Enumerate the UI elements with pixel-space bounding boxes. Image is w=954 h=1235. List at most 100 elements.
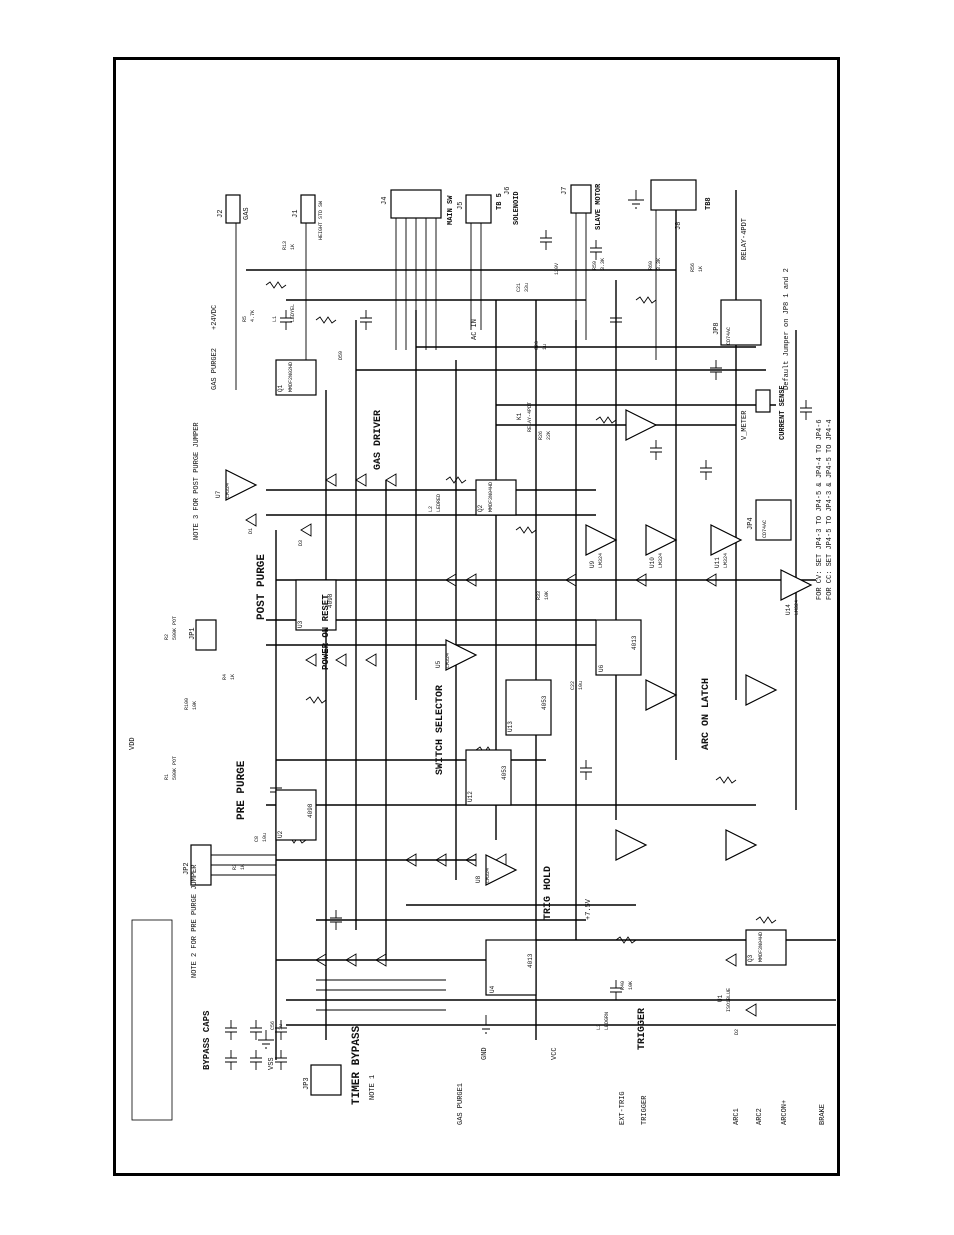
label-r56-v: 1K bbox=[698, 266, 704, 272]
label-r33-v: 10K bbox=[544, 591, 550, 600]
label-u14-part: LM324 bbox=[794, 600, 800, 615]
label-u12-part: 4053 bbox=[501, 765, 508, 780]
ic-labels: U2 4098 U3 4098 U4 4013 U6 4013 U12 4053… bbox=[215, 327, 800, 1012]
label-v-meter: V_METER bbox=[741, 410, 749, 440]
label-c20-v: 1u bbox=[542, 344, 548, 350]
label-u10-part: LM324 bbox=[658, 553, 664, 568]
note-3: NOTE 3 FOR POST PURGE JUMPER bbox=[193, 422, 201, 540]
label-c56: C56 bbox=[270, 1021, 276, 1030]
note-jumper-default: Default Jumper on JP8 1 and 2 bbox=[783, 268, 791, 390]
label-trigger: TRIGGER bbox=[637, 1008, 648, 1050]
label-r59-v: 3.3K bbox=[600, 258, 606, 270]
label-u4-part: 4013 bbox=[527, 953, 534, 968]
label-c22: C22 bbox=[570, 681, 576, 690]
label-j8: J8 bbox=[675, 222, 683, 230]
label-r13: R13 bbox=[282, 241, 288, 250]
label-j7: J7 bbox=[561, 187, 569, 195]
label-cd74-2: CD74AC bbox=[762, 520, 768, 538]
label-arc2: ARC2 bbox=[756, 1108, 764, 1125]
label-r40: R40 bbox=[620, 981, 626, 990]
label-c-pre: C8 bbox=[254, 836, 260, 842]
label-gas-purge2: GAS PURGE2 bbox=[211, 348, 219, 390]
note-4a: FOR CV: SET JP4-3 TO JP4-5 & JP4-4 TO JP… bbox=[816, 419, 824, 600]
label-r60: R60 bbox=[648, 261, 654, 270]
label-q2-part: MMDF3N04HD bbox=[488, 482, 494, 512]
label-d3: D3 bbox=[298, 540, 304, 546]
label-j2: J2 bbox=[217, 210, 225, 218]
label-c22-v: 10u bbox=[578, 681, 584, 690]
label-u2: U2 bbox=[277, 830, 284, 838]
label-d2: D2 bbox=[734, 1029, 740, 1035]
ic-blocks bbox=[190, 179, 792, 1096]
schematic-frame: PRE PURGE POST PURGE POWER ON RESET SWIT… bbox=[113, 57, 840, 1176]
label-j6: J6 bbox=[504, 187, 512, 195]
component-labels: R2 500K POT R1 500K POT R100 10K C8 10u … bbox=[164, 241, 740, 1035]
label-l3-v: LEDGRN bbox=[604, 1012, 610, 1030]
label-relay-4pdt: RELAY-4PDT bbox=[741, 218, 749, 260]
label-75v: +7.5V bbox=[585, 898, 593, 920]
label-r3: R3 bbox=[232, 864, 238, 870]
label-c20: C20 bbox=[534, 341, 540, 350]
label-q3-part: MMDF3N04HD bbox=[758, 932, 764, 962]
label-u5: U5 bbox=[435, 660, 442, 668]
note-box bbox=[131, 919, 173, 1121]
label-q2: Q2 bbox=[477, 504, 484, 512]
label-u9-part: LM324 bbox=[598, 553, 604, 568]
label-gas-purge1: GAS PURGE1 bbox=[457, 1083, 465, 1125]
diodes bbox=[245, 473, 757, 1017]
label-u5-part: LM324 bbox=[445, 653, 451, 668]
label-vdd: VDD bbox=[129, 737, 137, 750]
ground-symbols bbox=[258, 190, 644, 1049]
label-j5: J5 bbox=[457, 202, 465, 210]
label-r1-v: 500K POT bbox=[172, 756, 178, 780]
label-r13-v: 1K bbox=[290, 244, 296, 250]
label-u7: U7 bbox=[215, 490, 222, 498]
label-r2-v: 500K POT bbox=[172, 616, 178, 640]
label-l2: L2 bbox=[428, 506, 434, 512]
label-arc1: ARC1 bbox=[733, 1108, 741, 1125]
label-pre-purge: PRE PURGE bbox=[236, 760, 248, 820]
label-u3-part: 4098 bbox=[327, 593, 334, 608]
label-switch-selector: SWITCH SELECTOR bbox=[435, 685, 446, 775]
label-c21: C21 bbox=[516, 283, 522, 292]
label-tb8: TB8 bbox=[705, 197, 713, 210]
label-u6-part: 4013 bbox=[631, 635, 638, 650]
label-r2: R2 bbox=[164, 634, 170, 640]
label-u12: U12 bbox=[467, 791, 474, 802]
label-u13-part: 4053 bbox=[541, 695, 548, 710]
label-j1: J1 bbox=[292, 210, 300, 218]
label-q1: Q1 bbox=[277, 384, 284, 392]
label-u2-part: 4098 bbox=[307, 803, 314, 818]
note-2: NOTE 2 FOR PRE PURGE JUMPER bbox=[191, 864, 199, 978]
label-l3: L3 bbox=[596, 1024, 602, 1030]
connector-labels: J2 GAS J1 HEIGHT STD SW J4 MAIN SW J5 TB… bbox=[183, 183, 787, 1090]
label-arc-on: ARCON+ bbox=[781, 1100, 789, 1125]
net-labels: EXT-TRIG TRIGGER ARC1 ARC2 ARCON+ BRAKE … bbox=[129, 305, 827, 1125]
label-height-std-sw: HEIGHT STD SW bbox=[318, 201, 324, 240]
label-d1: D1 bbox=[248, 528, 254, 534]
label-current-sense: CURRENT SENSE bbox=[779, 385, 787, 440]
label-u11-part: LM324 bbox=[723, 553, 729, 568]
label-r5: R5 bbox=[242, 316, 248, 322]
label-vcc: VCC bbox=[551, 1047, 559, 1060]
note-1: NOTE 1 bbox=[369, 1075, 377, 1100]
label-c56-v: 1u bbox=[278, 1024, 284, 1030]
label-timer-bypass: TIMER BYPASS bbox=[351, 1025, 363, 1105]
label-ext-trig: EXT-TRIG bbox=[619, 1091, 627, 1125]
label-r26-v: 22K bbox=[546, 431, 552, 440]
label-jp4: JP4 bbox=[747, 517, 755, 530]
label-r3-v: 1K bbox=[240, 864, 246, 870]
label-d59: D59 bbox=[338, 351, 344, 360]
label-r59: R59 bbox=[592, 261, 598, 270]
label-k1: K1 bbox=[516, 412, 523, 420]
label-cd74-1: CD74AC bbox=[726, 327, 732, 345]
label-r40-v: 10K bbox=[628, 981, 634, 990]
label-r5-v: 4.7K bbox=[250, 310, 256, 322]
label-jp1: JP1 bbox=[189, 627, 197, 640]
label-u7-part: LM324 bbox=[225, 483, 231, 498]
label-r-pre-v: 10K bbox=[192, 701, 198, 710]
label-bypass-caps: BYPASS CAPS bbox=[202, 1010, 212, 1070]
op-amps bbox=[225, 409, 813, 886]
label-r4-v: 1K bbox=[230, 674, 236, 680]
label-arc-on-latch: ARC ON LATCH bbox=[701, 678, 712, 750]
